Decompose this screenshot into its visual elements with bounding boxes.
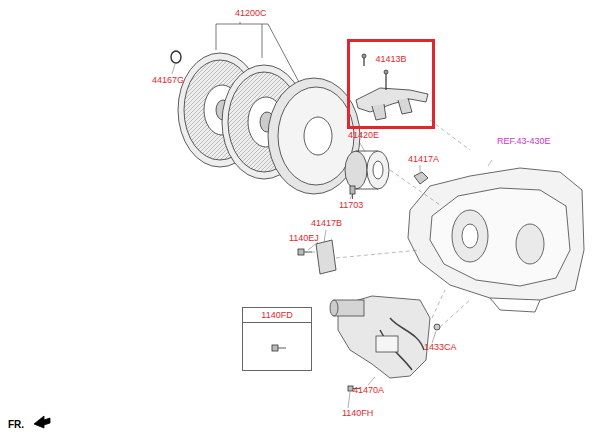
alignment-line — [304, 120, 470, 327]
front-marker: FR. — [8, 420, 24, 430]
part-number: 41417B — [311, 218, 342, 228]
part-number: 1140FD — [243, 308, 311, 323]
bolt — [350, 186, 355, 199]
part-number: 41200C — [235, 8, 267, 18]
o-ring — [171, 51, 181, 63]
bracket — [316, 240, 336, 274]
part-number: 11703 — [339, 200, 363, 210]
front-arrow — [34, 416, 50, 428]
part-number: 1433CA — [424, 342, 457, 352]
part-number: 41470A — [353, 385, 384, 395]
clip — [414, 172, 428, 184]
part-number: 41417A — [408, 154, 439, 164]
part-number: 1140FH — [342, 408, 373, 418]
part-number: 44167G — [152, 75, 184, 85]
bolt — [272, 345, 286, 351]
reference-label: REF.43-430E — [497, 136, 551, 146]
part-number: 41420E — [348, 130, 379, 140]
highlight-box: 41413B — [347, 39, 435, 129]
part-box: 1140FD — [242, 307, 312, 371]
part-number: 1140EJ — [289, 233, 319, 243]
bolt — [434, 324, 440, 330]
ref-leader — [488, 160, 492, 166]
leader-line — [172, 64, 436, 408]
release-bearing — [345, 151, 389, 189]
part-number: 41413B — [350, 42, 432, 66]
transmission-case — [408, 168, 584, 312]
clutch-actuator — [330, 296, 430, 378]
